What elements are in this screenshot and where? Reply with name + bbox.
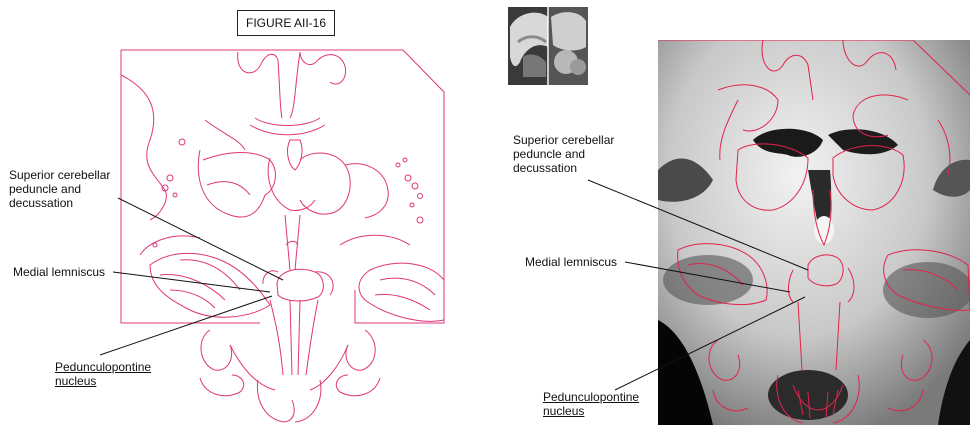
right-superior-cerebellar-label: Superior cerebellar peduncle and decussa… [513, 133, 614, 175]
right-superior-line-3: decussation [513, 161, 614, 175]
sagittal-thumbnail [508, 7, 588, 85]
left-ppn-label: Pedunculopontine nucleus [55, 360, 151, 388]
left-superior-line-2: peduncle and [9, 182, 110, 196]
left-superior-line-3: decussation [9, 196, 110, 210]
right-superior-line-1: Superior cerebellar [513, 133, 614, 147]
left-ppn-line-2: nucleus [55, 374, 151, 388]
right-ppn-line-2: nucleus [543, 404, 639, 418]
right-superior-line-2: peduncle and [513, 147, 614, 161]
left-medial-lemniscus-label: Medial lemniscus [13, 265, 105, 279]
mri-coronal-slice [658, 40, 970, 425]
left-superior-line-1: Superior cerebellar [9, 168, 110, 182]
left-ppn-line-1: Pedunculopontine [55, 360, 151, 374]
right-ppn-label: Pedunculopontine nucleus [543, 390, 639, 418]
left-superior-cerebellar-label: Superior cerebellar peduncle and decussa… [9, 168, 110, 210]
right-medial-lemniscus-label: Medial lemniscus [525, 255, 617, 269]
right-ppn-line-1: Pedunculopontine [543, 390, 639, 404]
